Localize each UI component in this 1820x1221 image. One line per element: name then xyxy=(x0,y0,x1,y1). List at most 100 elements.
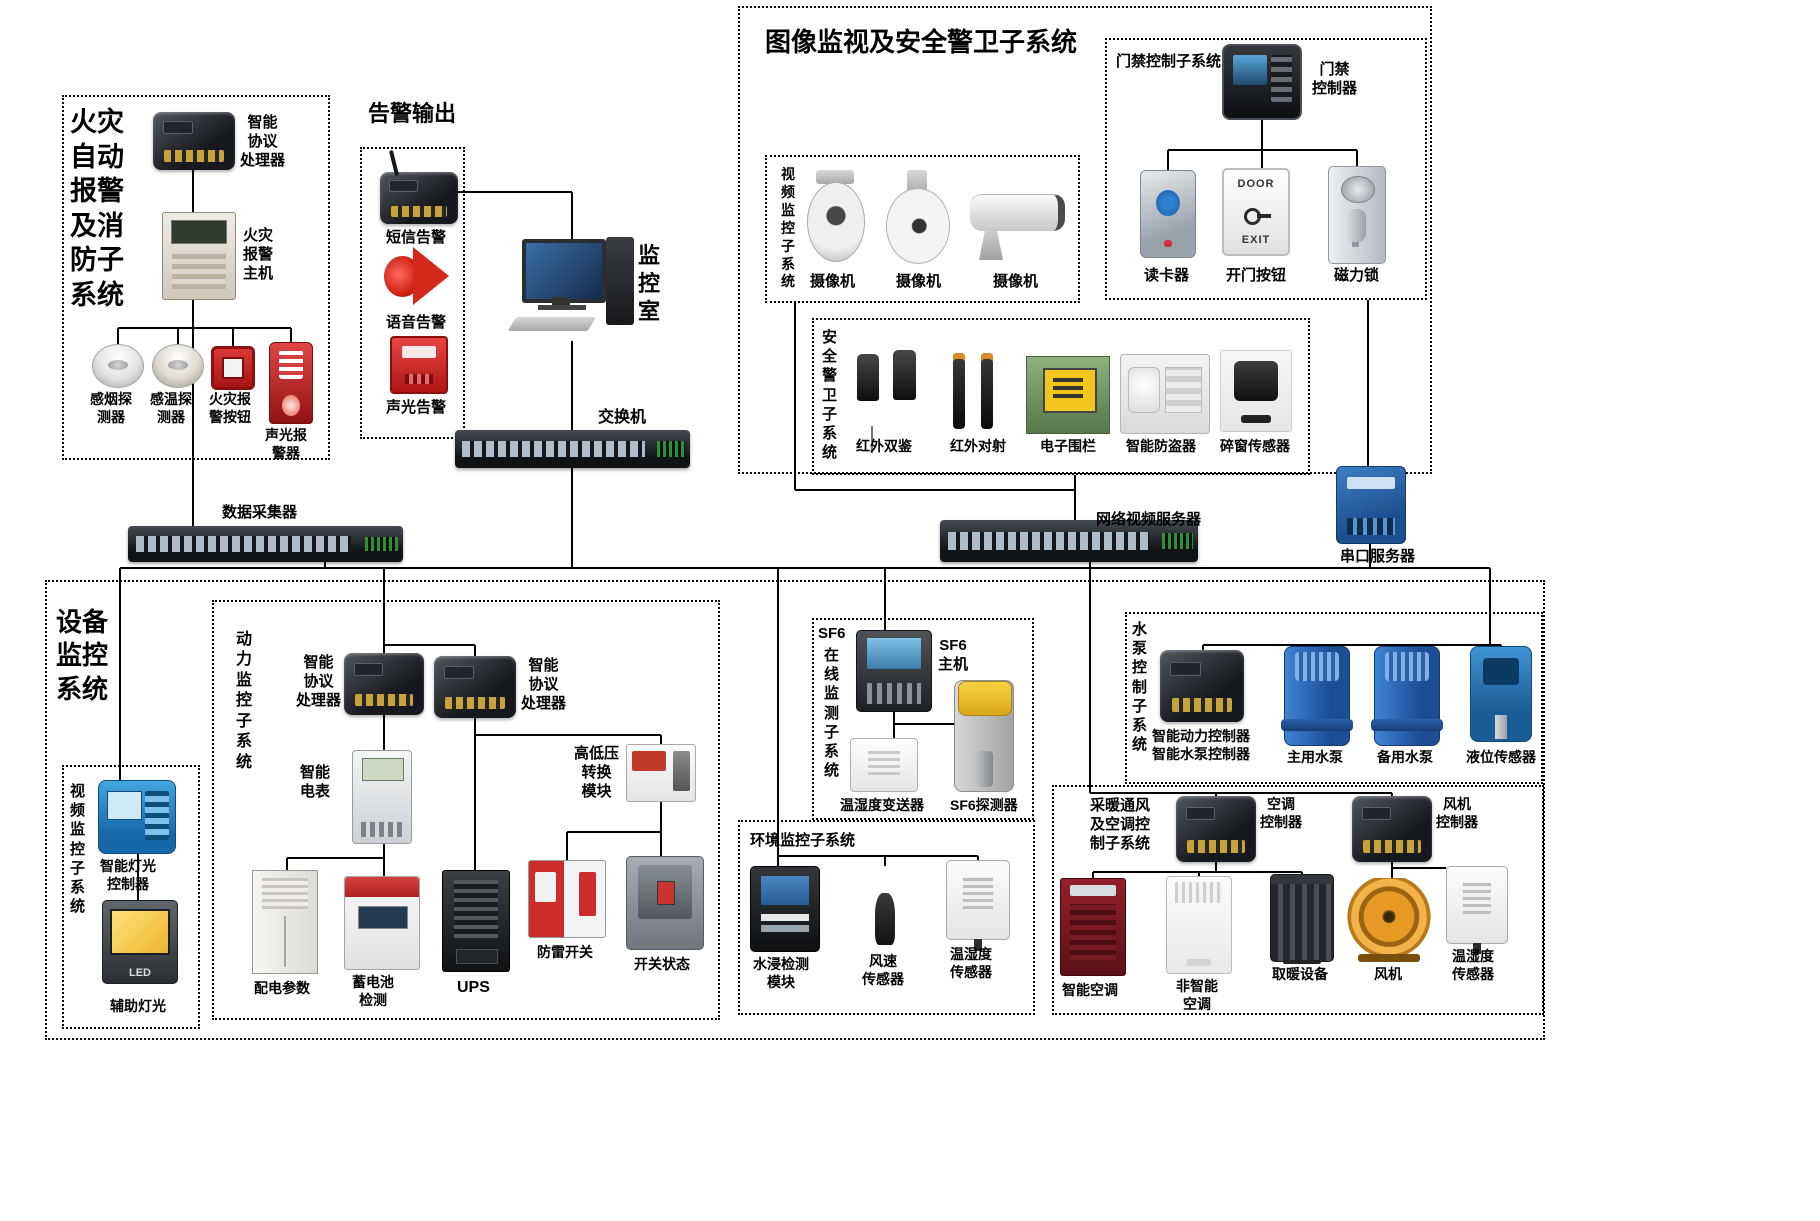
smoke-detector-device xyxy=(92,344,144,388)
fire-protocol-processor-device xyxy=(153,112,235,170)
door-text: DOOR xyxy=(1237,178,1275,190)
hvac-control-box xyxy=(1052,785,1544,1015)
window-break-sensor-device xyxy=(1220,350,1292,432)
data-collector-device xyxy=(128,526,403,562)
water-leak-module-device xyxy=(750,866,820,952)
battery-label: 蓄电池 检测 xyxy=(352,974,394,1008)
pump-controller-device xyxy=(1160,650,1244,722)
led-floodlight-device: LED xyxy=(102,900,178,984)
environment-monitoring-box xyxy=(738,820,1035,1015)
lightning-protection-switch-device xyxy=(528,860,606,938)
guard-subsystem-title: 安 全 警 卫 子 系 统 xyxy=(822,329,838,462)
camera1-label: 摄像机 xyxy=(810,273,856,290)
lightning-label: 防雷开关 xyxy=(537,944,593,960)
fan-label: 风机 xyxy=(1374,966,1402,982)
temp-humidity-transmitter-device xyxy=(850,738,918,792)
ir-dual-label: 红外双鉴 xyxy=(856,438,912,454)
access-controller-label: 门禁 控制器 xyxy=(1312,61,1358,98)
magnetic-lock-device xyxy=(1328,166,1386,264)
power-subsystem-title: 动 力 监 控 子 系 统 xyxy=(236,631,253,771)
sf6-host-device xyxy=(856,630,932,712)
ir-beam-label: 红外对射 xyxy=(950,438,1006,454)
level-sensor-device xyxy=(1470,646,1532,742)
heater-device xyxy=(1270,874,1334,965)
power-protocol-processor-left-device xyxy=(344,653,424,715)
monitor-base-icon xyxy=(538,305,586,310)
power-monitoring-box xyxy=(212,600,720,1020)
env-th-sensor-label: 温湿度 传感器 xyxy=(950,946,992,980)
serial-server-device xyxy=(1336,466,1406,544)
monitor-icon xyxy=(522,239,606,303)
sms-alarm-device xyxy=(380,149,458,224)
control-room-label: 监 控 室 xyxy=(638,243,661,325)
water-module-label: 水浸检测 模块 xyxy=(753,956,809,990)
door-exit-button-device: DOOR EXIT xyxy=(1222,168,1290,256)
main-pump-label: 主用水泵 xyxy=(1287,749,1343,765)
fan-controller-device xyxy=(1352,796,1432,862)
ptz-camera-device xyxy=(880,170,954,268)
sf6-detector-label: SF6探测器 xyxy=(950,797,1018,813)
sf6-title-prefix: SF6 xyxy=(818,625,846,642)
data-collector-label: 数据采集器 xyxy=(222,504,298,521)
access-controller-device xyxy=(1222,44,1302,120)
fan-controller-label: 风机 控制器 xyxy=(1436,796,1478,830)
sf6-host-label: SF6 主机 xyxy=(938,637,969,674)
light-controller-label: 智能灯光 控制器 xyxy=(100,858,156,892)
core-switch-device xyxy=(455,430,690,468)
camera3-label: 摄像机 xyxy=(993,273,1039,290)
sf6-detector-device xyxy=(954,680,1014,792)
smart-meter-label: 智能 电表 xyxy=(300,764,331,801)
main-pump-device xyxy=(1281,646,1353,746)
fire-alarm-host-device xyxy=(162,212,236,300)
dist-params-label: 配电参数 xyxy=(254,980,310,996)
ac-controller-device xyxy=(1176,796,1256,862)
alarm-output-title: 告警输出 xyxy=(368,101,457,126)
card-reader-device xyxy=(1140,170,1196,258)
circuit-breaker-device xyxy=(626,856,704,950)
sms-alarm-label: 短信告警 xyxy=(386,229,447,246)
backup-pump-device xyxy=(1371,646,1443,746)
aux-light-label: 辅助灯光 xyxy=(110,998,166,1014)
smart-meter-device xyxy=(352,750,412,844)
alarm-output-box xyxy=(360,147,465,439)
bullet-camera-device xyxy=(968,188,1066,260)
card-reader-label: 读卡器 xyxy=(1144,267,1190,284)
env-subsystem-title: 环境监控子系统 xyxy=(750,832,856,849)
sound-light-output-device xyxy=(390,336,448,394)
network-video-server-device xyxy=(940,520,1198,562)
keyboard-icon xyxy=(507,317,597,331)
sound-light-alarm-label: 声光报 警器 xyxy=(265,427,307,461)
basic-ac-label: 非智能 空调 xyxy=(1176,978,1218,1012)
computer-tower-icon xyxy=(606,237,634,325)
serial-server-label: 串口服务器 xyxy=(1340,548,1416,565)
nvr-label: 网络视频服务器 xyxy=(1096,511,1202,528)
wind-sensor-label: 风速 传感器 xyxy=(862,953,904,987)
fire-subsystem-box xyxy=(62,95,330,460)
electronic-fence-device xyxy=(1026,356,1110,434)
voice-alarm-device xyxy=(384,246,450,308)
power-distribution-cabinet-device xyxy=(252,870,318,974)
exit-text: EXIT xyxy=(1241,234,1271,246)
voice-alarm-label: 语音告警 xyxy=(386,314,447,331)
dome-camera-device xyxy=(803,170,867,268)
power-processor-right-label: 智能 协议 处理器 xyxy=(521,657,567,713)
ac-controller-label: 空调 控制器 xyxy=(1260,796,1302,830)
sound-light-output-label: 声光告警 xyxy=(386,399,447,416)
burglar-alarm-device xyxy=(1120,354,1210,434)
sf6-monitoring-box xyxy=(812,618,1034,820)
hv-module-label: 高低压 转换 模块 xyxy=(574,745,620,801)
camera2-label: 摄像机 xyxy=(896,273,942,290)
smart-light-controller-device xyxy=(98,780,176,854)
sf6-subsystem-title: 在 线 监 测 子 系 统 xyxy=(824,647,840,780)
lighting-subsystem-title: 视 频 监 控 子 系 统 xyxy=(70,783,86,916)
security-guard-box xyxy=(812,318,1310,475)
smart-ac-device xyxy=(1060,878,1126,976)
burglar-label: 智能防盗器 xyxy=(1126,438,1196,454)
battery-tester-device xyxy=(344,876,420,970)
video-surveillance-box xyxy=(765,155,1080,303)
key-icon xyxy=(1244,208,1271,225)
lighting-video-box xyxy=(62,765,200,1029)
surveillance-title: 图像监视及安全警卫子系统 xyxy=(765,27,1078,57)
power-processor-left-label: 智能 协议 处理器 xyxy=(296,654,342,710)
